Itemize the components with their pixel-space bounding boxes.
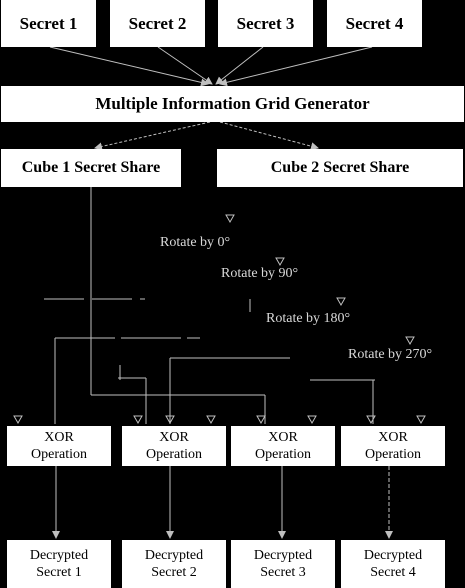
cube1-share-box: Cube 1 Secret Share <box>1 149 181 187</box>
cube2-share-box: Cube 2 Secret Share <box>217 149 463 187</box>
secret-1-box: Secret 1 <box>1 0 96 47</box>
arrow-secret4-generator <box>219 46 373 87</box>
rotate-0-label: Rotate by 0° <box>160 235 231 250</box>
rotate-270-label: Rotate by 270° <box>348 347 433 362</box>
rotate-180-label: Rotate by 180° <box>266 311 351 326</box>
rotation-marker-90 <box>275 257 285 267</box>
arrow-generator-share2 <box>219 121 319 151</box>
rotation-marker-0 <box>225 214 235 224</box>
rotate-90-label: Rotate by 90° <box>221 266 299 281</box>
rotation-marker-180 <box>336 297 346 307</box>
rotation-marker-270 <box>405 336 415 346</box>
grid-generator-box: Multiple Information Grid Generator <box>1 86 464 122</box>
arrow-secret3-generator <box>215 46 264 85</box>
secret-4-box: Secret 4 <box>327 0 422 47</box>
arrow-secret2-generator <box>157 46 213 85</box>
secret-3-box: Secret 3 <box>218 0 313 47</box>
arrow-secret1-generator <box>49 46 209 87</box>
arrow-generator-share1 <box>94 121 211 151</box>
secret-2-box: Secret 2 <box>110 0 205 47</box>
